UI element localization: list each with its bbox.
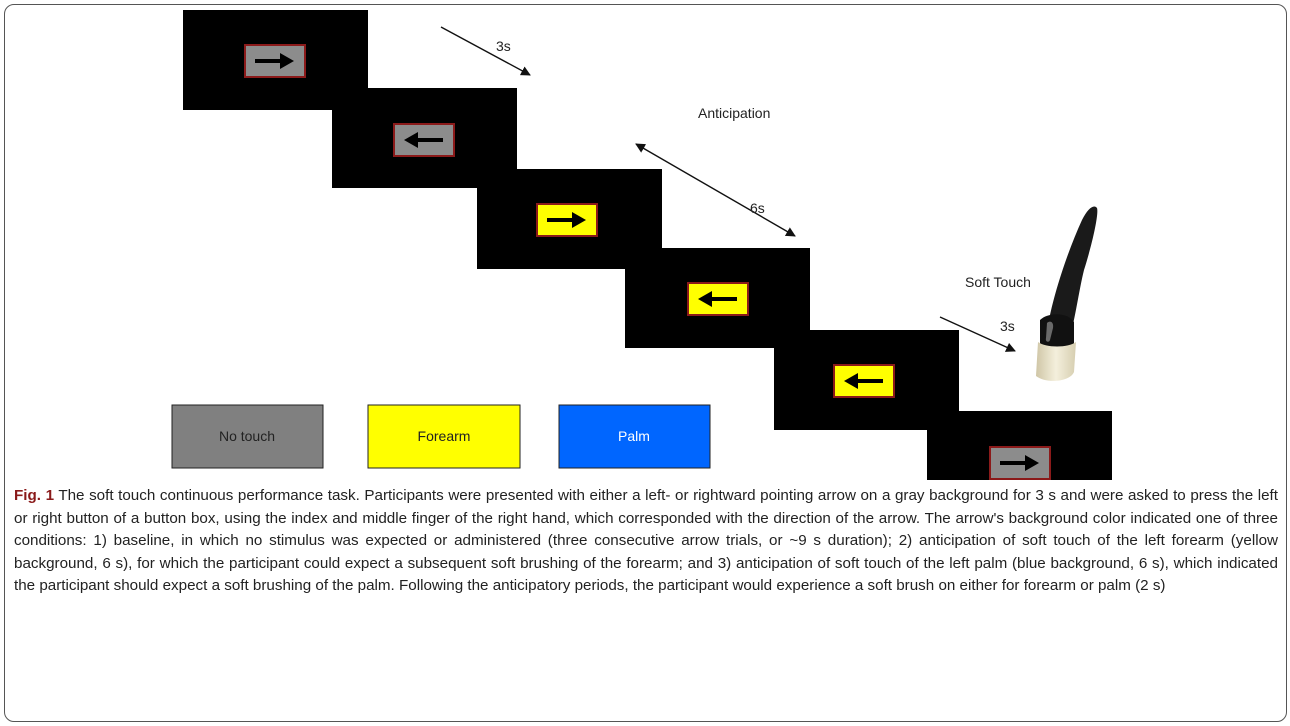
figure-frame xyxy=(4,4,1287,722)
legend-palm-label: Palm xyxy=(618,428,650,444)
figure-caption: Fig. 1 The soft touch continuous perform… xyxy=(14,485,1278,598)
legend-forearm-label: Forearm xyxy=(418,428,471,444)
stimulus-2 xyxy=(393,123,455,157)
soft-touch-duration-arrow xyxy=(939,316,1016,352)
legend-forearm: Forearm xyxy=(367,404,521,469)
soft-brush-icon xyxy=(1036,206,1098,381)
legend-no-touch: No touch xyxy=(171,404,324,469)
screen-6 xyxy=(927,411,1112,480)
stimulus-1 xyxy=(244,44,306,78)
anticipation-duration-arrow xyxy=(635,143,796,237)
screen-4 xyxy=(625,248,810,348)
stimulus-4 xyxy=(687,282,749,316)
arrow-right-icon xyxy=(255,53,294,69)
anticipation-label: Anticipation xyxy=(698,105,770,121)
soft-touch-label: Soft Touch xyxy=(965,274,1031,290)
anticipation-duration-label: 6s xyxy=(750,200,765,216)
legend-no-touch-label: No touch xyxy=(219,428,275,444)
caption-label: Fig. 1 xyxy=(14,487,55,504)
arrow-right-icon xyxy=(1000,455,1039,471)
caption-text: The soft touch continuous performance ta… xyxy=(14,487,1278,595)
legend-palm: Palm xyxy=(558,404,711,469)
screen-3 xyxy=(477,169,662,269)
stimulus-6 xyxy=(989,446,1051,480)
arrow-duration-label: 3s xyxy=(496,38,511,54)
arrow-right-icon xyxy=(547,212,586,228)
soft-touch-duration-label: 3s xyxy=(1000,318,1015,334)
arrow-left-icon xyxy=(404,132,443,148)
arrow-left-icon xyxy=(698,291,737,307)
stimulus-5 xyxy=(833,364,895,398)
arrow-left-icon xyxy=(844,373,883,389)
legend: No touch Forearm Palm xyxy=(171,404,711,469)
arrow-duration-arrow xyxy=(440,26,531,76)
stimulus-3 xyxy=(536,203,598,237)
task-diagram: 3s Anticipation 6s Soft Touch 3s No touc… xyxy=(171,10,1112,480)
